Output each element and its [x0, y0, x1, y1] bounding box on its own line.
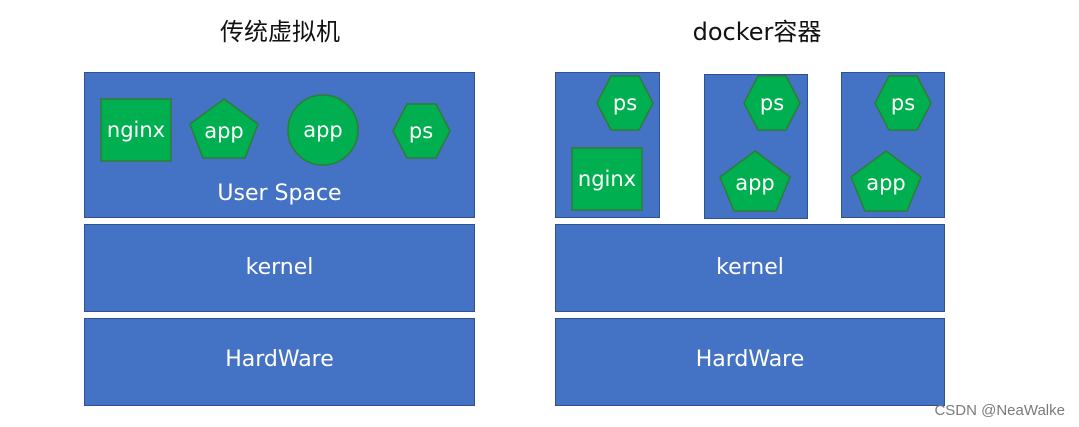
docker-kernel-label: kernel [716, 255, 784, 280]
c1-nginx-label: nginx [578, 167, 636, 191]
vm-hardware-label: HardWare [225, 347, 334, 372]
vm-ps-label: ps [409, 119, 433, 143]
vm-kernel-label: kernel [245, 255, 314, 280]
c2-app-pentagon: app [719, 150, 791, 212]
vm-hardware-layer: HardWare [84, 318, 475, 406]
c3-ps-label: ps [891, 91, 915, 115]
csdn-watermark: CSDN @NeaWalke [934, 402, 1065, 419]
c2-ps-hexagon: ps [743, 75, 801, 131]
c3-ps-hexagon: ps [874, 75, 932, 131]
vm-nginx-process: nginx [100, 98, 172, 162]
vm-ps-hexagon: ps [392, 103, 451, 159]
c2-app-label: app [735, 171, 775, 195]
c1-ps-label: ps [613, 91, 637, 115]
docker-kernel-layer: kernel [555, 224, 945, 312]
c3-app-label: app [866, 171, 906, 195]
c1-ps-hexagon: ps [596, 75, 654, 131]
vm-nginx-label: nginx [107, 118, 165, 142]
vm-app-circle: app [287, 94, 359, 166]
docker-hardware-layer: HardWare [555, 318, 945, 406]
vm-title: 传统虚拟机 [220, 18, 340, 46]
user-space-label: User Space [217, 181, 342, 206]
c3-app-pentagon: app [850, 150, 922, 212]
docker-hardware-label: HardWare [695, 347, 805, 372]
vm-app2-label: app [303, 118, 343, 142]
vm-app-pentagon: app [189, 98, 259, 159]
c1-nginx-process: nginx [571, 147, 643, 211]
vm-kernel-layer: kernel [84, 224, 475, 312]
docker-title: docker容器 [692, 18, 822, 46]
c2-ps-label: ps [760, 91, 784, 115]
vm-app1-label: app [204, 119, 244, 143]
